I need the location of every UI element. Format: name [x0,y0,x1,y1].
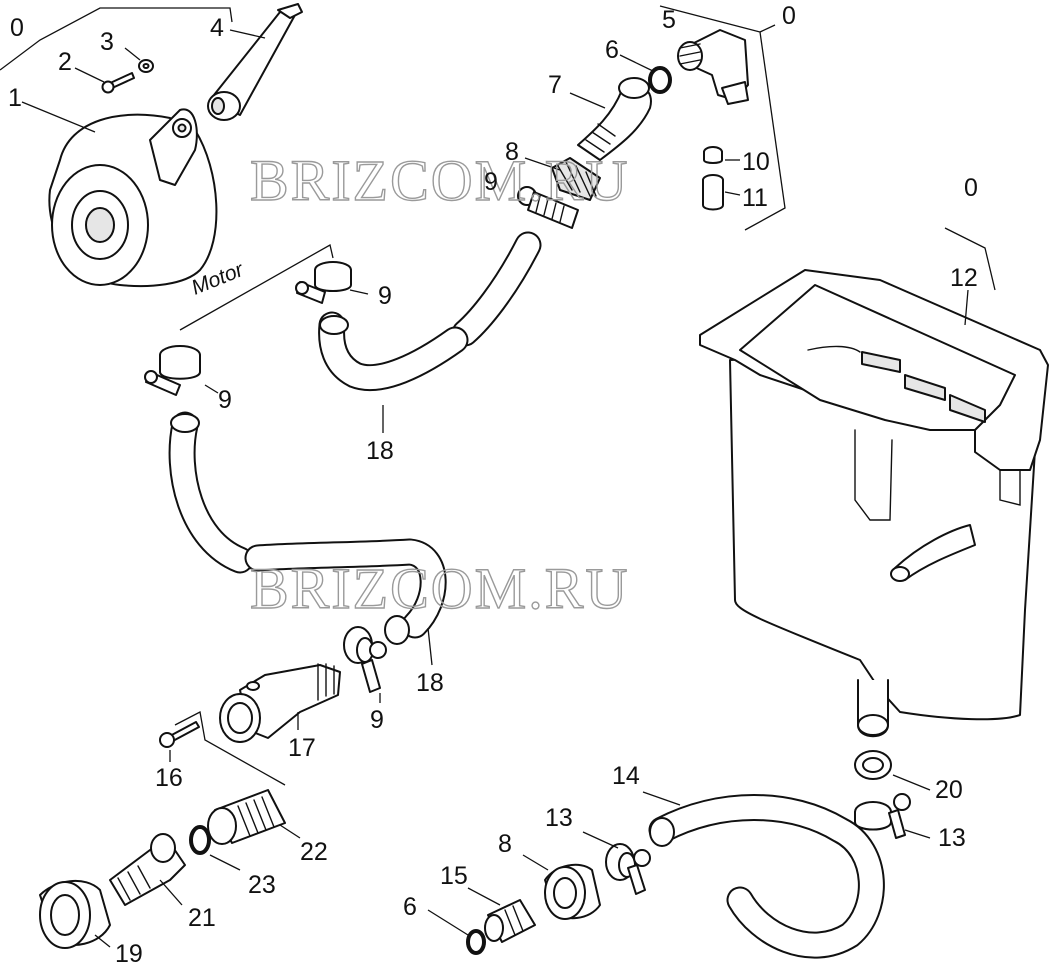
label-22: 22 [300,838,328,866]
part-9-clamp-screw-top [517,186,579,229]
label-2: 2 [58,48,72,76]
label-0-tank: 0 [964,174,978,202]
label-13-right: 13 [938,824,966,852]
label-18-upper: 18 [366,437,394,465]
label-10: 10 [742,148,770,176]
part-4-lever [207,3,303,121]
part-2-screw [101,72,135,94]
part-19-union-nut [39,879,111,949]
label-18-lower: 18 [416,669,444,697]
watermark-middle: BRIZCOM.RU [250,556,629,621]
part-8-nut-lower [544,863,601,920]
part-9-clamp-b [144,345,201,396]
label-0-top-right: 0 [782,2,796,30]
part-18-hose-upper [318,231,542,392]
part-1-drum [48,108,218,288]
part-11-sleeve [702,174,724,211]
label-14: 14 [612,762,640,790]
part-21-nipple [109,833,186,906]
part-22-filter [207,789,286,845]
part-16-screw [159,721,200,748]
label-15: 15 [440,862,468,890]
label-9-top: 9 [484,168,498,196]
part-10-bushing [703,146,723,164]
label-8-lower: 8 [498,830,512,858]
label-17: 17 [288,734,316,762]
part-20-cap [854,750,892,780]
part-5-elbow-fitting [677,29,749,105]
part-14-hose [648,794,885,959]
label-12: 12 [950,264,978,292]
part-6-o-ring-top [648,66,672,94]
part-6-o-ring-lower [466,929,486,955]
label-13-left: 13 [545,804,573,832]
watermark-top: BRIZCOM.RU [250,148,629,213]
part-9-clamp-c [343,626,387,693]
part-9-clamp-a [295,261,352,304]
part-13-clamp-b [854,793,911,839]
part-12-tank [699,269,1049,738]
label-9-motor-a: 9 [378,282,392,310]
leader-lines [0,5,996,948]
part-number-labels: 0 1 2 3 4 5 0 6 7 8 9 10 11 0 12 9 9 18 … [8,2,978,968]
label-4: 4 [210,14,224,42]
label-8-top: 8 [505,138,519,166]
label-3: 3 [100,28,114,56]
part-7-elbow-pipe [577,77,652,161]
part-15-nipple-small [484,899,536,943]
label-21: 21 [188,904,216,932]
label-19: 19 [115,940,143,968]
label-1: 1 [8,84,22,112]
part-23-o-ring [189,825,211,855]
part-3-washer [138,59,154,73]
part-13-clamp-a [605,843,651,895]
part-17-adapter [219,663,341,743]
label-5: 5 [662,6,676,34]
label-6-lower: 6 [403,893,417,921]
label-0-top-left: 0 [10,14,24,42]
label-11: 11 [742,184,768,212]
label-23: 23 [248,871,276,899]
part-8-coupling-nut-top [551,157,601,201]
label-16: 16 [155,764,183,792]
label-20: 20 [935,776,963,804]
label-9-lower: 9 [370,706,384,734]
label-9-motor-b: 9 [218,386,232,414]
label-6-top: 6 [605,36,619,64]
label-7: 7 [548,71,562,99]
part-18-hose-lower [168,411,447,645]
